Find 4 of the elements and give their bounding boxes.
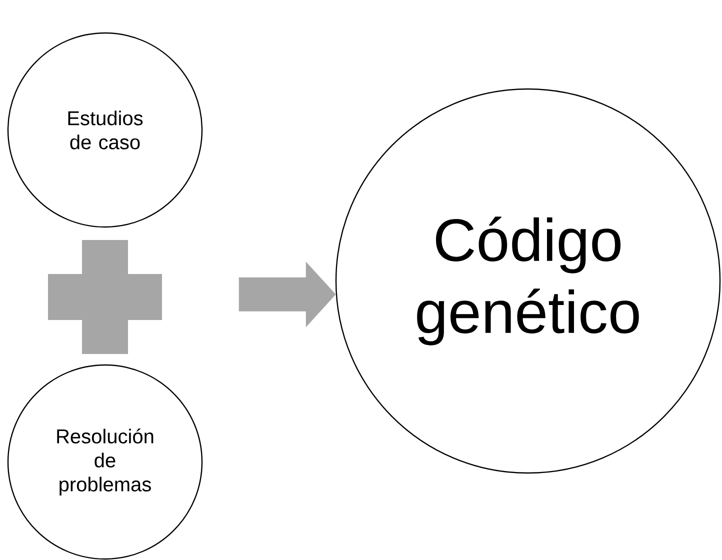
circle-node: Código genético	[335, 88, 721, 474]
circle-node: Estudios de caso	[7, 32, 203, 228]
circle-node: Resolución de problemas	[7, 364, 203, 560]
plus-sign	[48, 240, 162, 354]
